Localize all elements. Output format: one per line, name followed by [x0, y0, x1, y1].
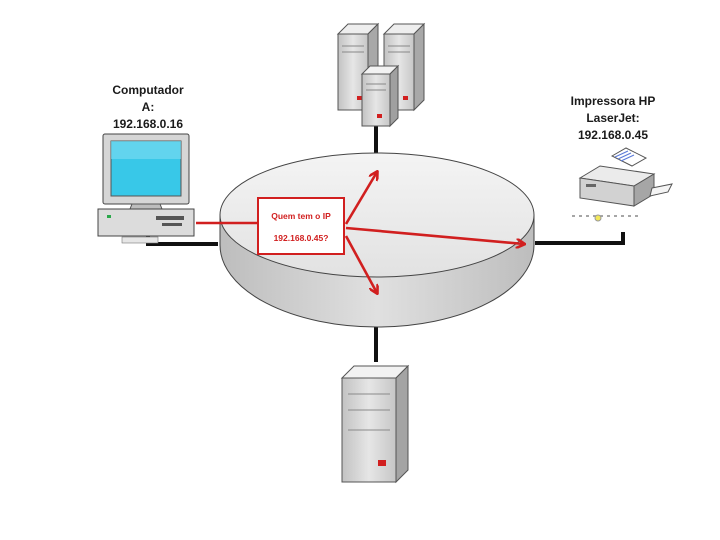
server-back-right: [382, 22, 426, 112]
query-text-line1: Quem tem o IP: [271, 211, 331, 221]
arrow-to-top-server: [344, 172, 377, 225]
computer-label-line: Computador: [112, 83, 184, 97]
query-text-line2: 192.168.0.45?: [273, 233, 329, 243]
computer-case: [97, 208, 195, 237]
printer-icon: [572, 147, 673, 222]
computer-label: Computador A: 192.168.0.16: [88, 82, 208, 133]
printer-label-line: Impressora HP: [570, 94, 656, 108]
cable-computer: [146, 236, 218, 246]
printer-label-line: 192.168.0.45: [577, 128, 649, 142]
printer-label: Impressora HP LaserJet: 192.168.0.45: [548, 93, 678, 144]
server-icon: [336, 22, 426, 128]
server-icon: [340, 364, 410, 484]
arrow-to-printer: [345, 226, 524, 244]
server-led: [378, 460, 386, 466]
arrow-to-bottom-server: [344, 235, 377, 293]
computer-label-line: 192.168.0.16: [112, 117, 184, 131]
printer-label-line: LaserJet:: [586, 111, 640, 125]
cable-printer: [535, 232, 625, 245]
broadcast-arrows: [196, 172, 524, 293]
computer-label-line: A:: [141, 100, 155, 114]
server-front: [360, 64, 400, 128]
arp-query-box: Quem tem o IP 192.168.0.45?: [257, 197, 345, 255]
desktop-computer-icon: [97, 133, 195, 244]
